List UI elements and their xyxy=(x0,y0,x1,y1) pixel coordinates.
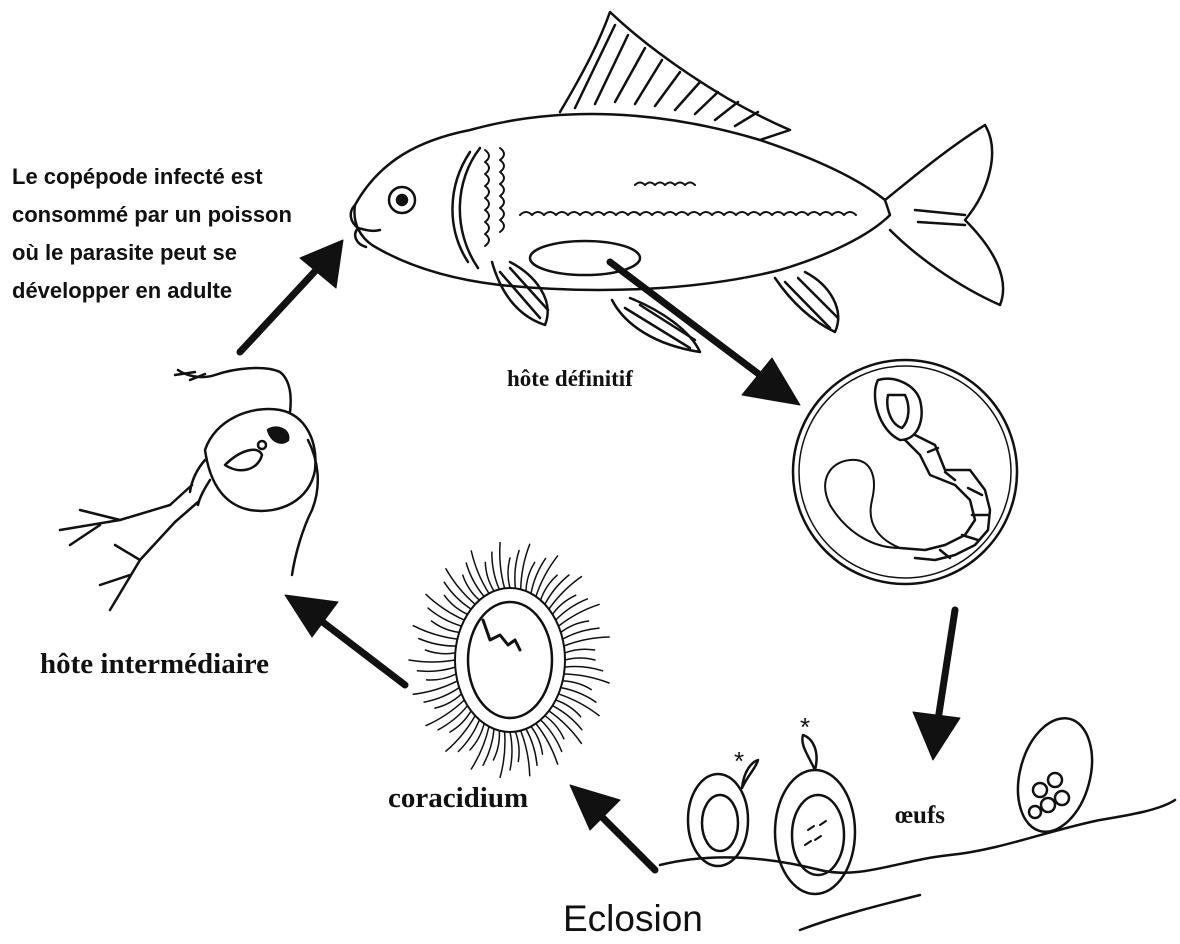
cilium xyxy=(413,626,457,639)
cilium xyxy=(556,700,581,717)
cilium xyxy=(564,637,609,646)
cilium xyxy=(471,727,489,770)
cilium xyxy=(425,650,455,654)
cilium xyxy=(419,639,456,647)
eggs-label: œufs xyxy=(895,802,945,830)
cilium xyxy=(510,732,512,770)
cilium xyxy=(515,551,519,589)
cilium xyxy=(508,558,510,588)
cilium xyxy=(409,660,455,662)
hatching-label: Eclosion xyxy=(563,898,703,940)
fish-illustration xyxy=(351,12,1003,352)
cilium xyxy=(493,731,499,760)
caption-line-4: développer en adulte xyxy=(12,272,292,310)
cilium xyxy=(500,732,505,778)
cilium xyxy=(563,628,599,639)
cilium xyxy=(536,724,558,765)
cilium xyxy=(549,711,582,744)
caption-line-3: où le parasite peut se xyxy=(12,234,292,272)
intermediate-host-label: hôte intermédiaire xyxy=(40,648,269,681)
cilium xyxy=(521,544,530,589)
cilium xyxy=(521,731,530,776)
coracidium-illustration xyxy=(409,543,609,778)
coracidium-label: coracidium xyxy=(388,782,528,815)
definitive-host-label: hôte définitif xyxy=(507,366,633,392)
hatch-marker-left: * xyxy=(734,746,744,776)
cilium xyxy=(446,716,475,752)
cilium xyxy=(427,674,457,680)
cilium xyxy=(565,667,603,671)
caption-line-1: Le copépode infecté est xyxy=(12,158,292,196)
cilium xyxy=(565,649,595,653)
copepod-illustration xyxy=(60,368,318,610)
arrows xyxy=(240,240,960,870)
cilium xyxy=(492,552,499,589)
cilium xyxy=(515,732,519,762)
cilium xyxy=(428,608,462,626)
tapeworm-in-circle xyxy=(793,360,1017,584)
cilium xyxy=(500,543,505,589)
cilium xyxy=(417,667,455,671)
hatch-marker-right: * xyxy=(800,712,810,742)
cilium xyxy=(432,621,460,632)
caption-line-2: consommé par un poisson xyxy=(12,196,292,234)
cilium xyxy=(426,700,464,726)
cilium xyxy=(565,658,595,660)
cilium xyxy=(470,724,484,751)
copepod-eaten-caption: Le copépode infecté est consommé par un … xyxy=(12,158,292,310)
cilium xyxy=(526,562,535,591)
cilium xyxy=(483,729,494,765)
cilium xyxy=(426,594,464,620)
